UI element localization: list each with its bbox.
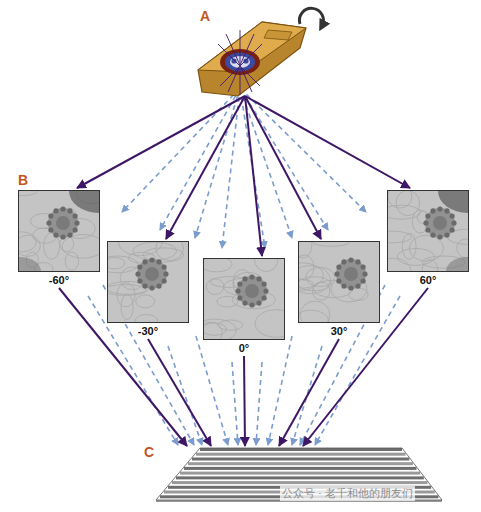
tilt-angle: 30° bbox=[298, 325, 380, 337]
micrograph bbox=[203, 258, 285, 340]
micrograph bbox=[298, 241, 380, 323]
beam-arrow bbox=[245, 96, 262, 256]
beam-arrow bbox=[244, 356, 245, 446]
watermark: 公众号 · 老千和他的朋友们 bbox=[280, 486, 415, 501]
tilt-image: -30° bbox=[107, 241, 189, 337]
micrograph bbox=[107, 241, 189, 323]
tilt-angle: 60° bbox=[387, 274, 469, 286]
tilt-angle: -30° bbox=[107, 325, 189, 337]
micrograph bbox=[387, 190, 469, 272]
beam-arrow bbox=[166, 96, 245, 239]
tilt-image: -60° bbox=[18, 190, 100, 286]
tilt-angle: -60° bbox=[18, 274, 100, 286]
beam-arrow bbox=[245, 96, 410, 188]
specimen-stage: A bbox=[190, 6, 310, 98]
tilt-angle: 0° bbox=[203, 342, 285, 354]
part-letter: C bbox=[144, 444, 154, 460]
tilt-image: 60° bbox=[387, 190, 469, 286]
micrograph bbox=[18, 190, 100, 272]
part-letter: A bbox=[200, 8, 210, 24]
beam-arrow bbox=[148, 339, 211, 446]
tilt-image: 30° bbox=[298, 241, 380, 337]
beam-arrow bbox=[279, 339, 339, 446]
tilt-image: 0° bbox=[203, 258, 285, 354]
part-letter: B bbox=[18, 172, 28, 188]
